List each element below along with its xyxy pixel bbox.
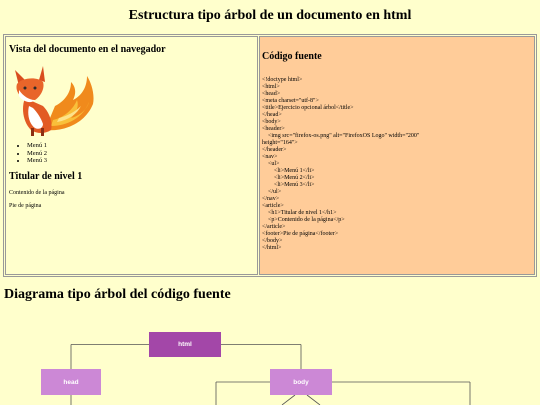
browser-preview-cell: Vista del documento en el navegador Menú… (5, 36, 258, 275)
source-code-line: <h1>Titular de nivel 1</h1> (262, 210, 337, 216)
tree-node-head: head (41, 369, 101, 395)
source-code-line: </ul> (262, 189, 282, 195)
tree-node-html: html (149, 332, 221, 357)
source-code-line: </article> (262, 224, 286, 230)
comparison-table: Vista del documento en el navegador Menú… (3, 34, 537, 277)
source-code-line: <html> (262, 84, 280, 90)
source-code-line: <li>Menú 3</li> (262, 182, 315, 188)
diagram-title: Diagrama tipo árbol del código fuente (4, 287, 231, 302)
source-code-line: <li>Menú 2</li> (262, 175, 315, 181)
source-code-line: <footer>Pie de página</footer> (262, 231, 339, 237)
preview-heading: Vista del documento en el navegador (9, 44, 166, 55)
source-code-line: <!doctype html> (262, 77, 303, 83)
source-code-line: <p>Contenido de la página</p> (262, 217, 345, 223)
source-code-line: <img src="firefox-os.png" alt="FirefoxOS… (262, 133, 420, 139)
source-code-line: <nav> (262, 154, 278, 160)
source-code-line: </body> (262, 238, 283, 244)
firefox-logo-icon (15, 66, 94, 136)
preview-menu-item: Menú 1 (27, 142, 254, 150)
tree-diagram: html head body (0, 320, 540, 405)
source-code-line: </head> (262, 112, 282, 118)
tree-node-body: body (270, 369, 332, 395)
source-code-line: </html> (262, 245, 282, 251)
source-code-cell: Código fuente <!doctype html><html><head… (259, 36, 535, 275)
preview-menu: Menú 1 Menú 2 Menú 3 (9, 142, 254, 165)
source-code-line: </nav> (262, 196, 280, 202)
source-code-line: <ul> (262, 161, 280, 167)
source-code-line: <meta charset="utf-8"> (262, 98, 319, 104)
source-code-line: <article> (262, 203, 284, 209)
preview-paragraph: Contenido de la página (9, 189, 65, 196)
tree-connectors (70, 344, 471, 405)
preview-h1: Titular de nivel 1 (9, 170, 83, 182)
preview-menu-item: Menú 3 (27, 157, 254, 165)
source-heading: Código fuente (262, 51, 322, 62)
source-code-line: height="164"> (262, 140, 298, 146)
connector-body-child-2 (306, 394, 321, 405)
page-title: Estructura tipo árbol de un documento en… (128, 8, 412, 23)
source-code-line: <title>Ejercicio opcional árbol</title> (262, 105, 354, 111)
source-code-line: <head> (262, 91, 281, 97)
preview-menu-item: Menú 2 (27, 150, 254, 158)
connector-body-child-1 (281, 394, 296, 405)
source-code-line: <header> (262, 126, 285, 132)
source-code-line: <li>Menú 1</li> (262, 168, 315, 174)
preview-footer: Pie de página (9, 202, 42, 209)
source-code: <!doctype html><html><head><meta charset… (262, 77, 532, 252)
source-code-line: <body> (262, 119, 281, 125)
source-code-line: </header> (262, 147, 287, 153)
